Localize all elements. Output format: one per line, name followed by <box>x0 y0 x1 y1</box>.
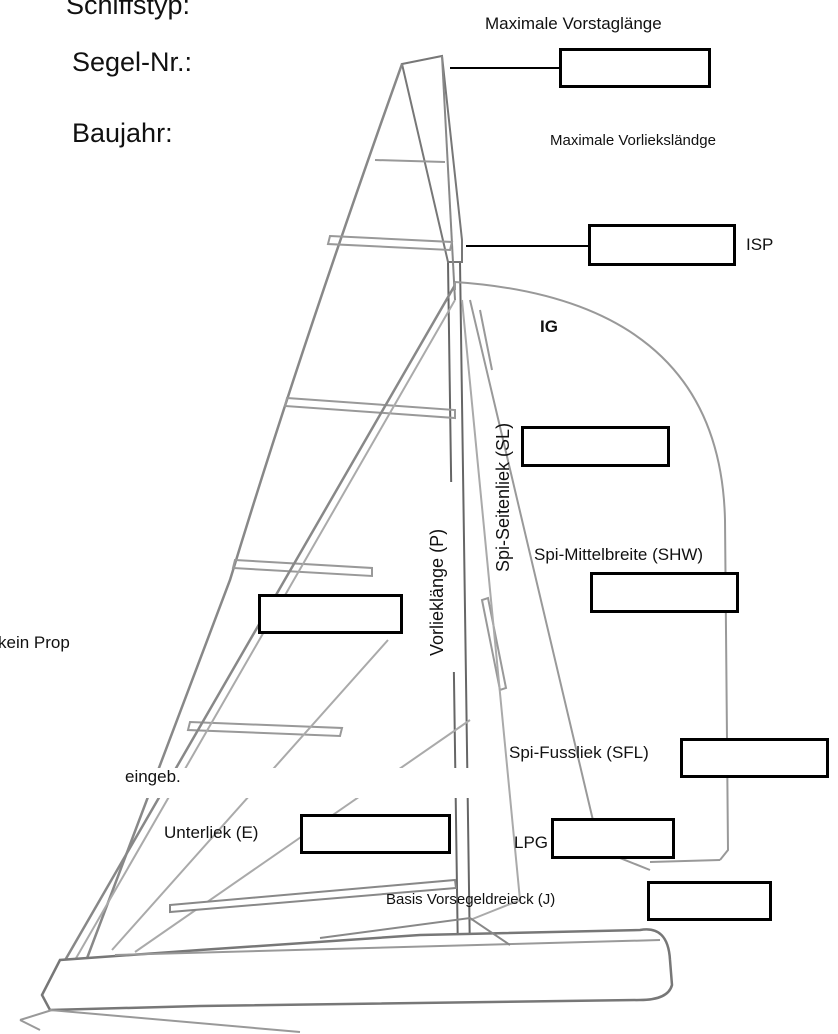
basis-j-label: Basis Vorsegeldreieck (J) <box>386 891 556 908</box>
spi-seitenliek-label: Spi-Seitenliek (SL) <box>493 422 513 572</box>
unterliek-field[interactable] <box>300 814 451 854</box>
max-vorliek-label: Maximale Vorlieksländge <box>550 132 716 149</box>
kein-prop-label: kein Prop <box>0 633 70 652</box>
batten-1 <box>374 159 446 163</box>
basis-j-field[interactable] <box>647 881 772 921</box>
spinnaker-foot <box>649 859 721 863</box>
vorlieklaenge-label: Vorlieklänge (P) <box>427 528 447 656</box>
spi-mittelbreite-field[interactable] <box>590 572 739 613</box>
isp-label: ISP <box>746 235 774 254</box>
batten-5 <box>186 720 344 738</box>
spinnaker-seam <box>479 309 493 371</box>
lpg-field[interactable] <box>551 818 675 859</box>
spinnaker-outline <box>454 281 730 861</box>
spi-mittelbreite-label: Spi-Mittelbreite (SHW) <box>534 545 704 564</box>
segel-nr-label: Segel-Nr.: <box>72 47 193 77</box>
cockpit <box>319 916 511 946</box>
schiffstyp-label: Schiffstyp: <box>66 0 191 20</box>
vorstag-field[interactable] <box>559 48 711 88</box>
rudder <box>19 1019 41 1031</box>
batten-2 <box>326 234 454 252</box>
hull-deckline <box>114 939 661 956</box>
ig-label: IG <box>540 317 558 336</box>
boom <box>169 878 458 914</box>
spi-fussliek-field[interactable] <box>680 738 829 778</box>
hull <box>40 928 674 1012</box>
baujahr-label: Baujahr: <box>72 118 173 148</box>
spi-fussliek-label: Spi-Fussliek (SFL) <box>509 743 649 762</box>
batten-3 <box>283 396 456 420</box>
vorliek-field[interactable] <box>258 594 403 634</box>
mask-eingeb-area <box>118 768 488 798</box>
mainsail-luff <box>441 55 456 301</box>
unterliek-label: Unterliek (E) <box>164 823 259 842</box>
max-vorstag-label: Maximale Vorstaglänge <box>485 14 662 33</box>
spinnaker-pole <box>480 596 508 692</box>
jib <box>461 299 522 921</box>
mask-vorliek-area <box>410 482 455 672</box>
mainsail-leech <box>73 63 404 991</box>
mast-top <box>400 54 463 263</box>
isp-field[interactable] <box>588 224 736 266</box>
keel <box>19 1009 301 1033</box>
forestay <box>43 284 457 996</box>
eingeb-label: eingeb. <box>125 767 181 786</box>
lpg-label: LPG <box>514 833 549 852</box>
batten-4 <box>231 558 373 578</box>
spi-seitenliek-field[interactable] <box>521 426 670 467</box>
